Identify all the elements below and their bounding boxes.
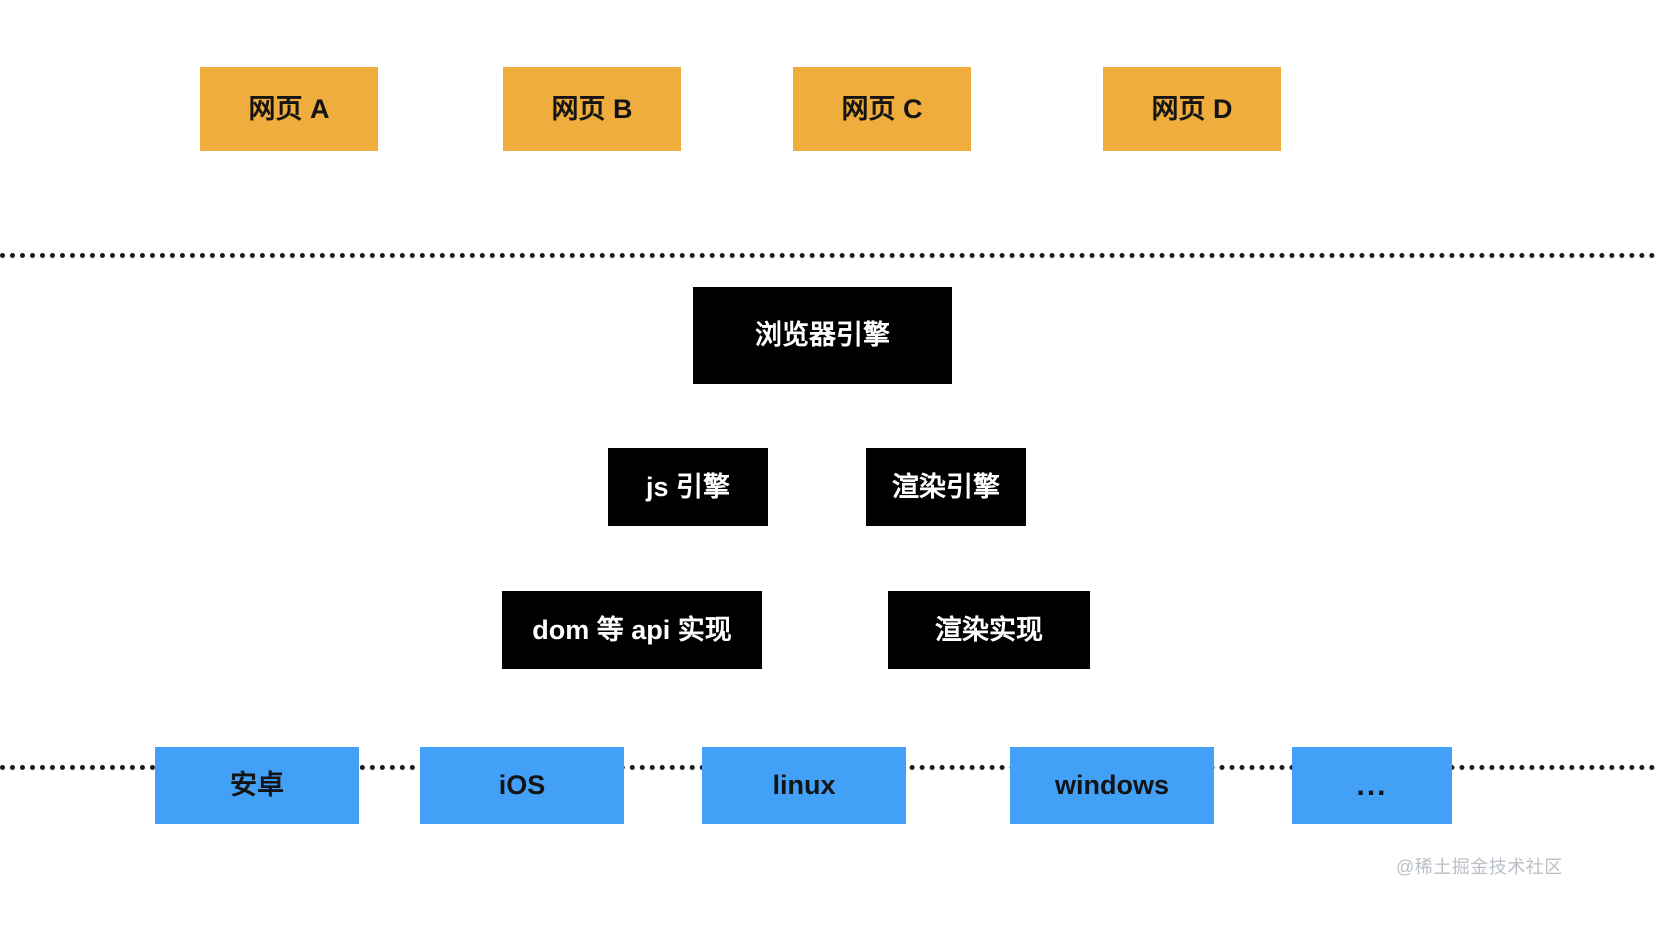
os-node-ios: iOS: [420, 747, 624, 824]
os-node-android-label: 安卓: [230, 770, 284, 801]
browser-engine-node: 浏览器引擎: [693, 287, 952, 384]
webpage-node-d: 网页 D: [1103, 67, 1281, 151]
js-engine-node: js 引擎: [608, 448, 768, 526]
dom-api-impl-node-label: dom 等 api 实现: [532, 614, 732, 645]
webpage-node-b-label: 网页 B: [551, 93, 633, 124]
render-engine-node-label: 渲染引擎: [892, 471, 1000, 502]
os-node-windows: windows: [1010, 747, 1214, 824]
webpage-node-c-label: 网页 C: [841, 93, 923, 124]
watermark: @稀土掘金技术社区: [1396, 857, 1563, 877]
webpage-node-a: 网页 A: [200, 67, 378, 151]
render-engine-node: 渲染引擎: [866, 448, 1026, 526]
render-impl-node: 渲染实现: [888, 591, 1090, 669]
browser-engine-node-label: 浏览器引擎: [755, 320, 890, 351]
render-impl-node-label: 渲染实现: [935, 614, 1043, 645]
os-node-linux: linux: [702, 747, 906, 824]
os-node-more-label: ...: [1356, 768, 1388, 802]
os-node-ios-label: iOS: [498, 770, 546, 801]
webpage-engine-divider: [0, 253, 1656, 258]
os-node-more: ...: [1292, 747, 1452, 824]
webpage-node-d-label: 网页 D: [1151, 93, 1233, 124]
webpage-node-a-label: 网页 A: [248, 93, 330, 124]
os-node-linux-label: linux: [772, 770, 836, 801]
webpage-node-b: 网页 B: [503, 67, 681, 151]
webpage-node-c: 网页 C: [793, 67, 971, 151]
dom-api-impl-node: dom 等 api 实现: [502, 591, 762, 669]
os-node-windows-label: windows: [1055, 770, 1169, 801]
os-node-android: 安卓: [155, 747, 359, 824]
js-engine-node-label: js 引擎: [645, 471, 731, 502]
